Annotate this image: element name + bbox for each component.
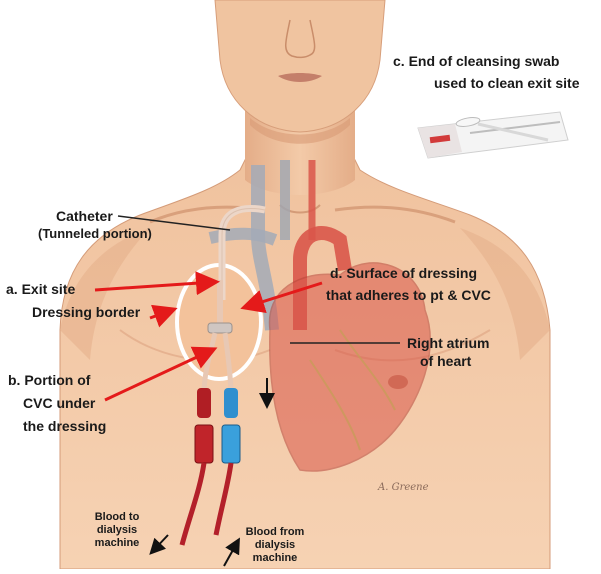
exit-site-label: a. Exit site — [6, 281, 75, 298]
portion-label-line1: b. Portion of — [8, 372, 90, 389]
blood-to-line2: dialysis — [87, 524, 147, 537]
blood-from-label: Blood from dialysis machine — [240, 526, 310, 566]
blood-from-line3: machine — [240, 552, 310, 565]
blue-connector — [222, 425, 240, 463]
surface-label-line1: d. Surface of dressing — [330, 265, 477, 282]
portion-label-line2: CVC under — [23, 395, 95, 412]
right-atrium-label-line2: of heart — [420, 353, 471, 370]
blood-from-line1: Blood from — [240, 526, 310, 539]
blood-to-label: Blood to dialysis machine — [87, 511, 147, 551]
swab-label-line2: used to clean exit site — [434, 75, 580, 92]
right-atrium-label-line1: Right atrium — [407, 335, 489, 352]
portion-label-line3: the dressing — [23, 418, 106, 435]
blood-to-line1: Blood to — [87, 511, 147, 524]
artist-signature: A. Greene — [378, 482, 429, 494]
surface-label-line2: that adheres to pt & CVC — [326, 287, 491, 304]
tunneled-label: (Tunneled portion) — [38, 226, 152, 242]
catheter-label: Catheter — [56, 208, 113, 225]
swab-label-line1: c. End of cleansing swab — [393, 53, 559, 70]
blood-from-line2: dialysis — [240, 539, 310, 552]
blood-to-line3: machine — [87, 537, 147, 550]
red-clamp — [197, 388, 211, 418]
swab-package — [418, 112, 568, 158]
blue-clamp — [224, 388, 238, 418]
dressing-border-label: Dressing border — [32, 304, 140, 321]
red-connector — [195, 425, 213, 463]
catheter-hub — [208, 323, 232, 333]
head — [215, 0, 385, 132]
